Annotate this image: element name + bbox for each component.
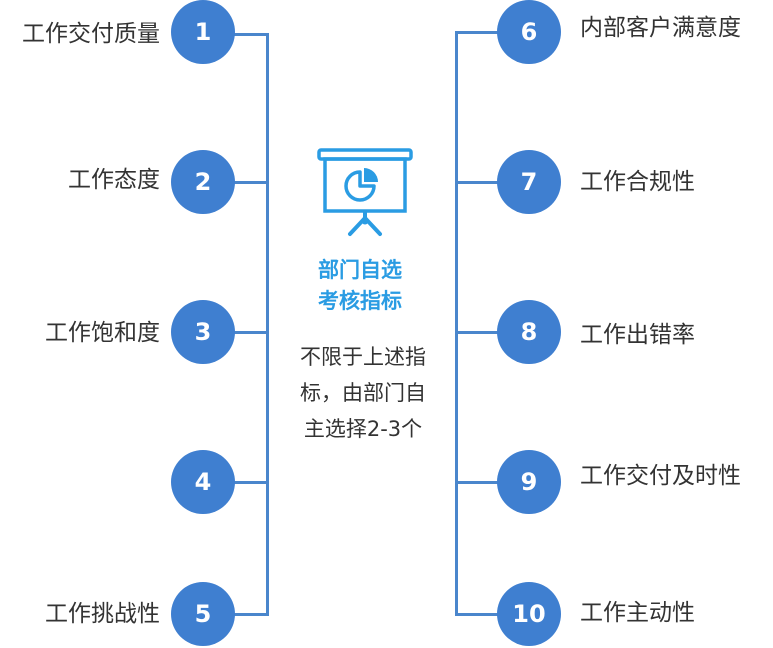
item-label-9: 工作交付及时性	[580, 463, 741, 489]
item-label-7: 工作合规性	[580, 169, 695, 195]
center-title-line1: 部门自选	[318, 258, 402, 282]
item-number-8: 8	[497, 300, 561, 364]
center-title-line2: 考核指标	[318, 289, 402, 313]
item-number-6: 6	[497, 0, 561, 64]
left-branch-2	[233, 181, 268, 184]
item-label-3: 工作饱和度	[45, 320, 160, 346]
item-number-3: 3	[171, 300, 235, 364]
item-label-5: 工作挑战性	[45, 601, 160, 627]
left-branch-4	[233, 481, 268, 484]
right-branch-9	[455, 481, 500, 484]
item-number-9: 9	[497, 450, 561, 514]
right-branch-6	[455, 31, 500, 34]
item-number-10: 10	[497, 582, 561, 646]
item-number-1: 1	[171, 0, 235, 64]
item-label-6: 内部客户满意度	[580, 15, 741, 41]
item-number-5: 5	[171, 582, 235, 646]
item-label-1: 工作交付质量	[22, 21, 160, 47]
right-vertical-connector	[455, 31, 458, 615]
item-number-4: 4	[171, 450, 235, 514]
center-desc-line3: 主选择2-3个	[303, 417, 423, 441]
item-label-8: 工作出错率	[580, 322, 695, 348]
item-number-2: 2	[171, 150, 235, 214]
right-branch-10	[455, 613, 500, 616]
presentation-pie-chart-icon	[317, 148, 413, 236]
left-branch-1	[233, 33, 268, 36]
left-branch-3	[233, 331, 268, 334]
item-number-7: 7	[497, 150, 561, 214]
item-label-10: 工作主动性	[580, 600, 695, 626]
center-desc-line2: 标，由部门自	[300, 381, 426, 405]
left-vertical-connector	[266, 33, 269, 616]
center-desc-line1: 不限于上述指	[300, 345, 426, 369]
right-branch-8	[455, 331, 500, 334]
item-label-2: 工作态度	[68, 167, 160, 193]
right-branch-7	[455, 181, 500, 184]
left-branch-5	[233, 613, 268, 616]
